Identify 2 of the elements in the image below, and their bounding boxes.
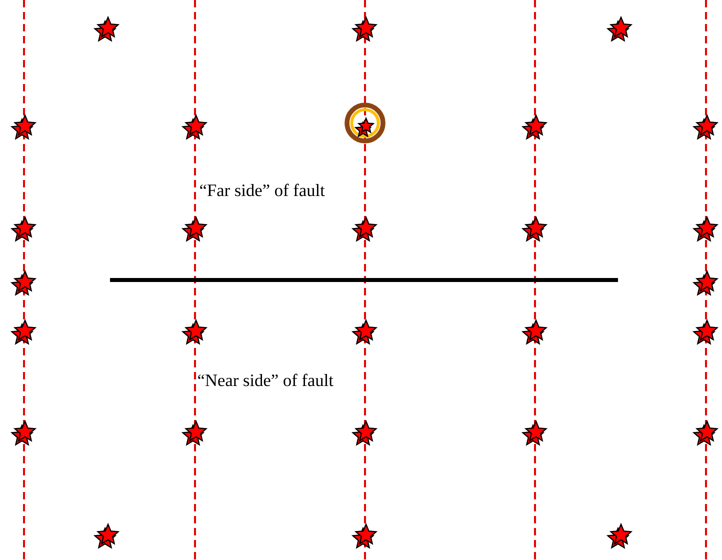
region-label: “Near side” of fault — [198, 374, 334, 386]
region-label: “Far side” of fault — [200, 184, 325, 196]
